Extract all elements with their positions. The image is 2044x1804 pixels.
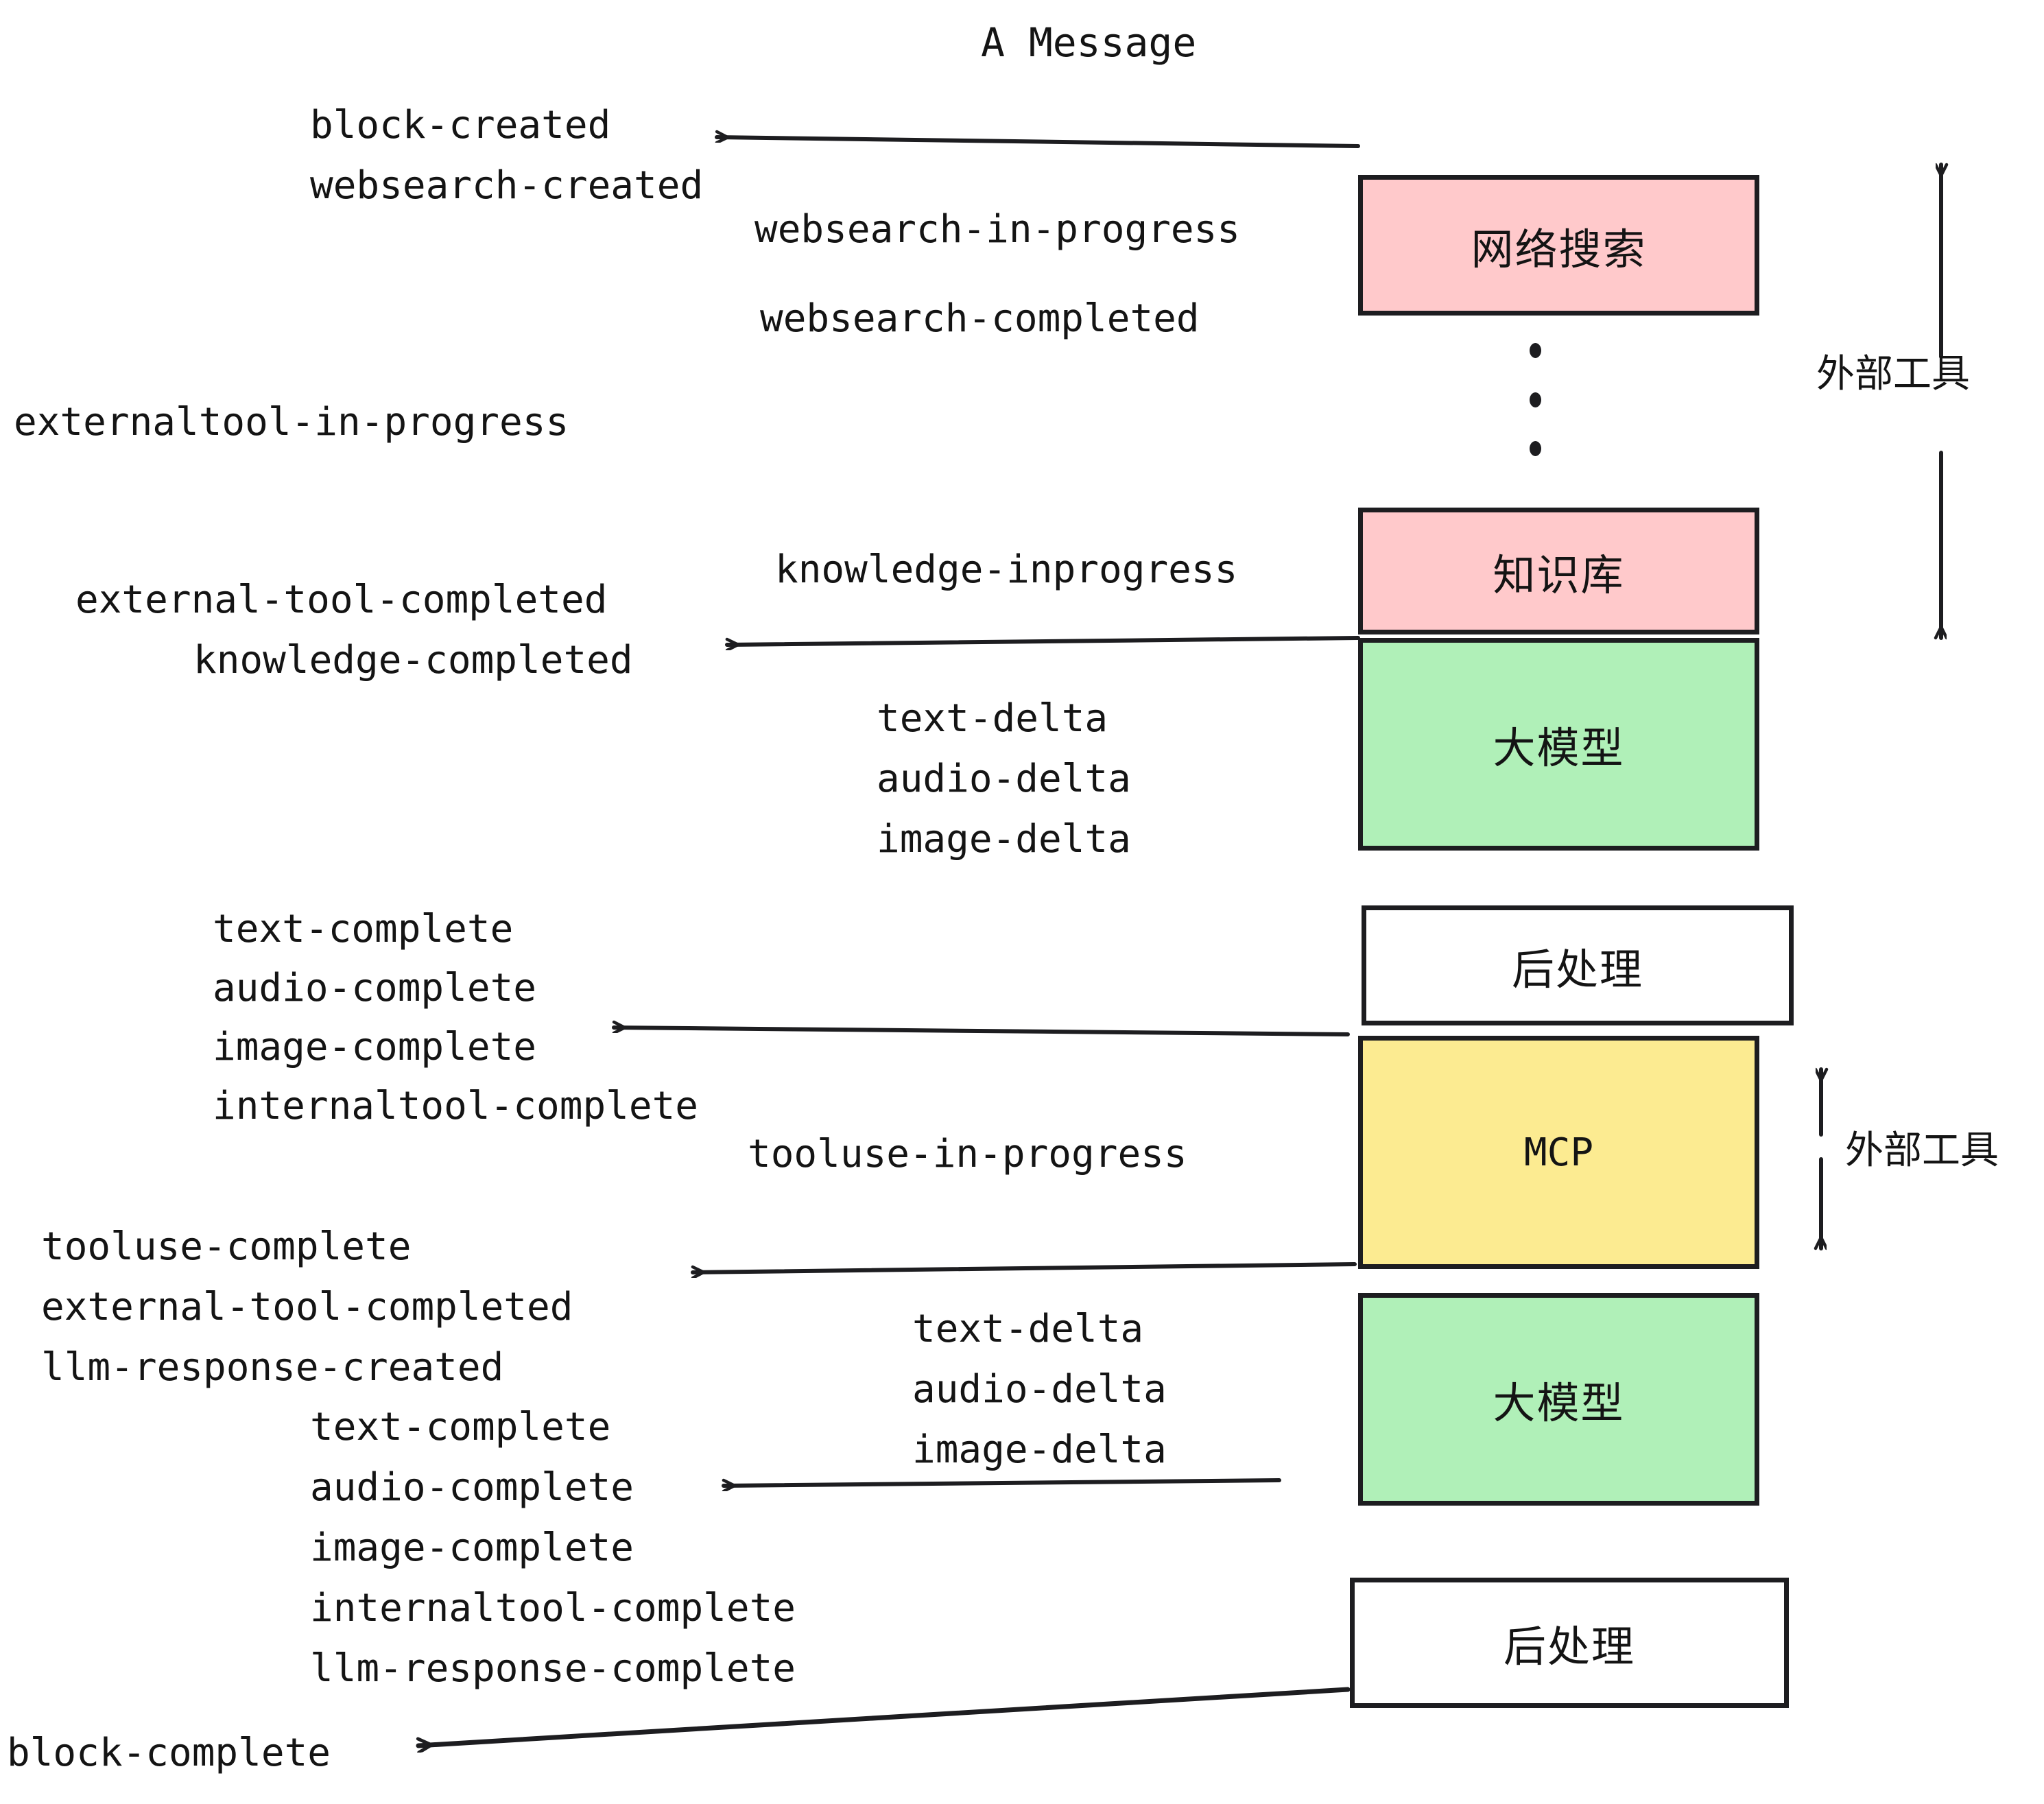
dot-3 xyxy=(1529,441,1541,456)
dot-2 xyxy=(1529,392,1541,407)
arrow-llm-to-image-complete xyxy=(612,1028,1350,1036)
box-mcp[interactable]: MCP xyxy=(1358,1036,1759,1269)
event-image-complete-2: image-complete xyxy=(310,1526,634,1570)
box-post-top[interactable]: 后处理 xyxy=(1362,905,1794,1025)
event-llm-response-complete: llm-response-complete xyxy=(310,1646,796,1691)
event-text-delta-1: text-delta xyxy=(877,696,1108,741)
event-externaltool-in-progress: externaltool-in-progress xyxy=(14,400,569,444)
event-block-created: block-created xyxy=(310,103,611,147)
event-internaltool-complete-1: internaltool-complete xyxy=(213,1084,699,1128)
arrow-websearch-to-block-created xyxy=(715,137,1360,148)
event-tooluse-in-progress: tooluse-in-progress xyxy=(748,1132,1187,1176)
event-tooluse-complete: tooluse-complete xyxy=(41,1224,412,1269)
event-text-complete-1: text-complete xyxy=(213,907,514,951)
event-text-delta-2: text-delta xyxy=(912,1307,1144,1351)
dot-1 xyxy=(1529,343,1541,358)
event-knowledge-inprogress: knowledge-inprogress xyxy=(775,547,1238,592)
arrow-llm-bottom-to-audio-complete xyxy=(722,1478,1281,1486)
box-llm-top[interactable]: 大模型 xyxy=(1358,638,1759,851)
event-llm-response-created: llm-response-created xyxy=(41,1345,504,1390)
event-websearch-created: websearch-created xyxy=(310,163,704,208)
event-audio-complete-2: audio-complete xyxy=(310,1465,634,1510)
event-audio-delta-2: audio-delta xyxy=(912,1367,1167,1412)
box-websearch[interactable]: 网络搜索 xyxy=(1358,175,1759,316)
box-mcp-label: MCP xyxy=(1523,1130,1594,1175)
event-text-complete-2: text-complete xyxy=(310,1405,611,1449)
box-llm-bottom-label: 大模型 xyxy=(1493,1378,1625,1428)
ellipsis-dots xyxy=(1528,343,1542,456)
box-llm-top-label: 大模型 xyxy=(1493,723,1625,773)
event-image-complete-1: image-complete xyxy=(213,1025,537,1069)
box-knowledge-label: 知识库 xyxy=(1493,549,1625,600)
diagram-title: A Message xyxy=(981,19,1197,66)
label-external-tools-bottom: 外部工具 xyxy=(1845,1128,1999,1173)
box-post-top-label: 后处理 xyxy=(1511,944,1643,995)
label-external-tools-top: 外部工具 xyxy=(1816,352,1970,396)
arrow-knowledge-to-knowledge-completed xyxy=(725,636,1360,645)
box-post-bottom[interactable]: 后处理 xyxy=(1350,1578,1789,1708)
arrow-mcp-to-tooluse-complete xyxy=(691,1262,1357,1272)
event-knowledge-completed: knowledge-completed xyxy=(193,638,633,683)
event-websearch-in-progress: websearch-in-progress xyxy=(754,207,1241,252)
event-external-tool-completed-2: external-tool-completed xyxy=(41,1285,573,1329)
box-websearch-label: 网络搜索 xyxy=(1471,224,1647,274)
arrow-post-to-block-complete xyxy=(416,1687,1351,1746)
box-post-bottom-label: 后处理 xyxy=(1503,1622,1635,1672)
event-external-tool-completed-1: external-tool-completed xyxy=(75,578,608,622)
event-audio-complete-1: audio-complete xyxy=(213,966,537,1010)
event-image-delta-1: image-delta xyxy=(877,817,1131,862)
event-internaltool-complete-2: internaltool-complete xyxy=(310,1586,796,1630)
box-llm-bottom[interactable]: 大模型 xyxy=(1358,1293,1759,1506)
event-image-delta-2: image-delta xyxy=(912,1427,1167,1472)
event-websearch-completed: websearch-completed xyxy=(760,296,1200,341)
event-audio-delta-1: audio-delta xyxy=(877,757,1131,801)
box-knowledge[interactable]: 知识库 xyxy=(1358,508,1759,634)
event-block-complete: block-complete xyxy=(7,1731,331,1775)
